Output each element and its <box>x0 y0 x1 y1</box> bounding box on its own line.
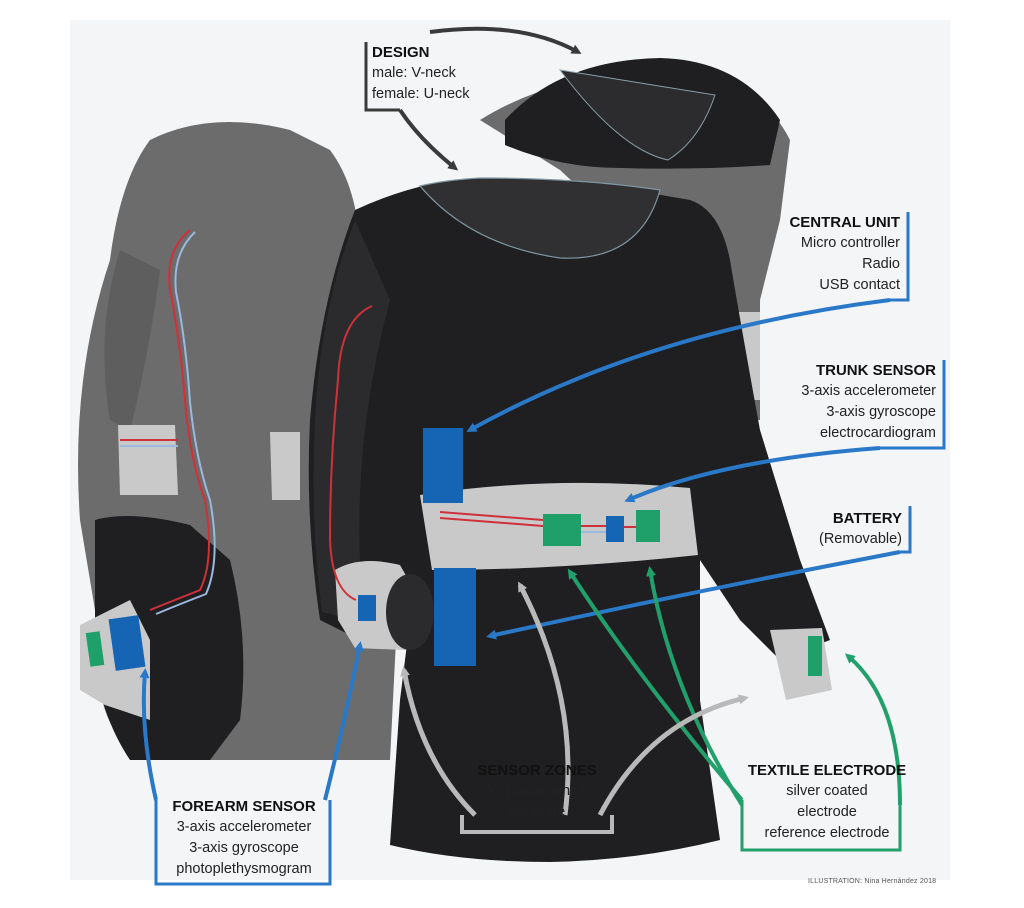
trunk-sensor-line-1: 3-axis accelerometer <box>801 383 936 399</box>
battery-title: BATTERY <box>832 510 902 527</box>
trunk-sensor-line-2: 3-axis gyroscope <box>826 404 936 420</box>
sensor-zones-label: SENSOR ZONES for placement & pressure <box>462 760 612 823</box>
textile-electrode-line-3: reference electrode <box>764 825 890 841</box>
forearm-sensor-line-3: photoplethysmogram <box>176 861 312 877</box>
label-brackets <box>154 42 946 886</box>
arrow-design-back <box>429 26 582 54</box>
central-unit-line-3: USB contact <box>819 277 900 293</box>
central-unit-title: CENTRAL UNIT <box>789 214 900 231</box>
arrow-zones-2 <box>517 581 571 816</box>
trunk-sensor-line-3: electrocardiogram <box>819 425 936 441</box>
trunk-sensor-title: TRUNK SENSOR <box>815 362 936 379</box>
trunk-sensor-label: TRUNK SENSOR 3-axis accelerometer 3-axis… <box>801 360 936 444</box>
forearm-sensor-label: FOREARM SENSOR 3-axis accelerometer 3-ax… <box>158 796 330 880</box>
forearm-sensor-line-1: 3-axis accelerometer <box>176 819 312 835</box>
forearm-sensor-title: FOREARM SENSOR <box>172 798 316 815</box>
front-shirt <box>308 177 832 862</box>
annotation-arrows <box>139 26 902 817</box>
arrow-central-unit <box>466 298 891 432</box>
arrow-zones-1 <box>400 666 477 817</box>
arrow-electrode-2 <box>646 566 744 807</box>
arrow-forearm-back <box>139 668 158 801</box>
design-label: DESIGN male: V-neck female: U-neck <box>372 42 470 105</box>
forearm-sensor-line-2: 3-axis gyroscope <box>189 840 299 856</box>
textile-electrode-label: TEXTILE ELECTRODE silver coated electrod… <box>742 760 912 844</box>
sensor-zones-line-2: pressure <box>508 804 566 820</box>
design-title: DESIGN <box>372 44 430 61</box>
textile-electrode-line-1: silver coated <box>786 783 868 799</box>
central-unit-label: CENTRAL UNIT Micro controller Radio USB … <box>789 212 900 296</box>
sensor-zones-line-1: for placement & <box>486 783 588 799</box>
sensor-zones-title: SENSOR ZONES <box>477 762 597 779</box>
arrow-electrode-1 <box>567 568 744 802</box>
central-unit-line-1: Micro controller <box>800 235 900 251</box>
battery-label: BATTERY (Removable) <box>819 508 902 550</box>
textile-electrode-line-2: electrode <box>797 804 857 820</box>
arrow-battery <box>486 550 901 640</box>
textile-electrode-title: TEXTILE ELECTRODE <box>747 762 907 779</box>
arrow-trunk-sensor <box>624 446 881 503</box>
arrow-forearm-front <box>323 641 364 801</box>
illustration-credit: ILLUSTRATION: Nina Hernández 2018 <box>808 878 937 885</box>
central-unit-line-2: Radio <box>862 256 900 272</box>
design-line-1: male: V-neck <box>372 65 456 81</box>
arrow-electrode-3 <box>844 653 902 806</box>
arrow-design-front <box>398 108 459 171</box>
design-line-2: female: U-neck <box>372 86 470 102</box>
arrow-zones-3 <box>597 694 749 817</box>
battery-line-1: (Removable) <box>819 531 902 547</box>
